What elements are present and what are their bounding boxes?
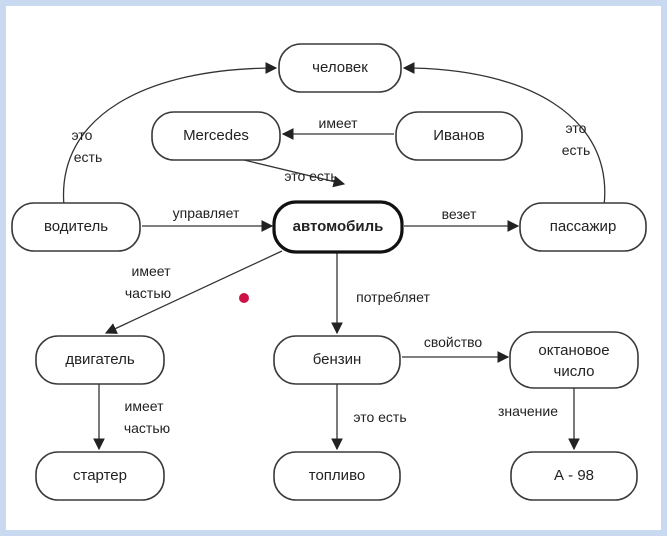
node-voditel: водитель bbox=[11, 202, 141, 252]
pointer-dot bbox=[239, 293, 249, 303]
node-ivanov-label: Иванов bbox=[433, 127, 485, 144]
node-starter: стартер bbox=[35, 451, 165, 501]
node-passazhir-label: пассажир bbox=[550, 218, 617, 235]
node-dvigatel: двигатель bbox=[35, 335, 165, 385]
node-benzin: бензин bbox=[273, 335, 401, 385]
label-imeet-chastyu-1-l1: имеет bbox=[132, 263, 172, 279]
label-svoystvo: свойство bbox=[424, 334, 483, 350]
edge-mercedes-avtomobil bbox=[243, 159, 346, 188]
label-eto-est-benzin: это есть bbox=[353, 409, 406, 425]
node-chelovek-label: человек bbox=[312, 59, 368, 76]
node-dvigatel-label: двигатель bbox=[65, 351, 135, 368]
node-toplivo: топливо bbox=[273, 451, 401, 501]
node-avtomobil: автомобиль bbox=[272, 200, 404, 254]
label-eto-est-left-1: это bbox=[72, 127, 93, 143]
edge-avtomobil-dvigatel bbox=[104, 250, 283, 334]
label-eto-est-mercedes: это есть bbox=[284, 168, 337, 184]
node-benzin-label: бензин bbox=[313, 351, 362, 368]
node-mercedes-label: Mercedes bbox=[183, 127, 249, 144]
node-a98-label: А - 98 bbox=[554, 467, 594, 484]
node-oktanovoe-chislo: октановое число bbox=[509, 331, 639, 389]
node-passazhir: пассажир bbox=[519, 202, 647, 252]
edge-passazhir-chelovek bbox=[402, 62, 606, 207]
node-avtomobil-label: автомобиль bbox=[293, 218, 384, 235]
label-potreblyaet: потребляет bbox=[356, 289, 430, 305]
label-eto-est-right-2: есть bbox=[562, 142, 591, 158]
label-imeet-chastyu-2-l1: имеет bbox=[125, 398, 165, 414]
label-imeet-top: имеет bbox=[319, 115, 359, 131]
label-eto-est-left-2: есть bbox=[74, 149, 103, 165]
semantic-network-diagram: это есть это есть имеет это есть управля… bbox=[11, 43, 647, 501]
label-imeet-chastyu-2-l2: частью bbox=[124, 420, 170, 436]
node-starter-label: стартер bbox=[73, 467, 127, 484]
node-toplivo-label: топливо bbox=[309, 467, 365, 484]
node-a98: А - 98 bbox=[510, 451, 638, 501]
edge-voditel-chelovek bbox=[62, 62, 278, 207]
node-mercedes: Mercedes bbox=[151, 111, 281, 161]
node-oktanovoe-label-1: октановое bbox=[538, 342, 609, 359]
label-znachenie: значение bbox=[498, 403, 558, 419]
node-ivanov: Иванов bbox=[395, 111, 523, 161]
label-vezet: везет bbox=[442, 206, 477, 222]
node-oktanovoe-label-2: число bbox=[554, 363, 595, 380]
label-upravlyaet: управляет bbox=[173, 205, 240, 221]
node-chelovek: человек bbox=[278, 43, 402, 93]
diagram-canvas: это есть это есть имеет это есть управля… bbox=[6, 6, 661, 530]
node-voditel-label: водитель bbox=[44, 218, 108, 235]
label-imeet-chastyu-1-l2: частью bbox=[125, 285, 171, 301]
label-eto-est-right-1: это bbox=[566, 120, 587, 136]
